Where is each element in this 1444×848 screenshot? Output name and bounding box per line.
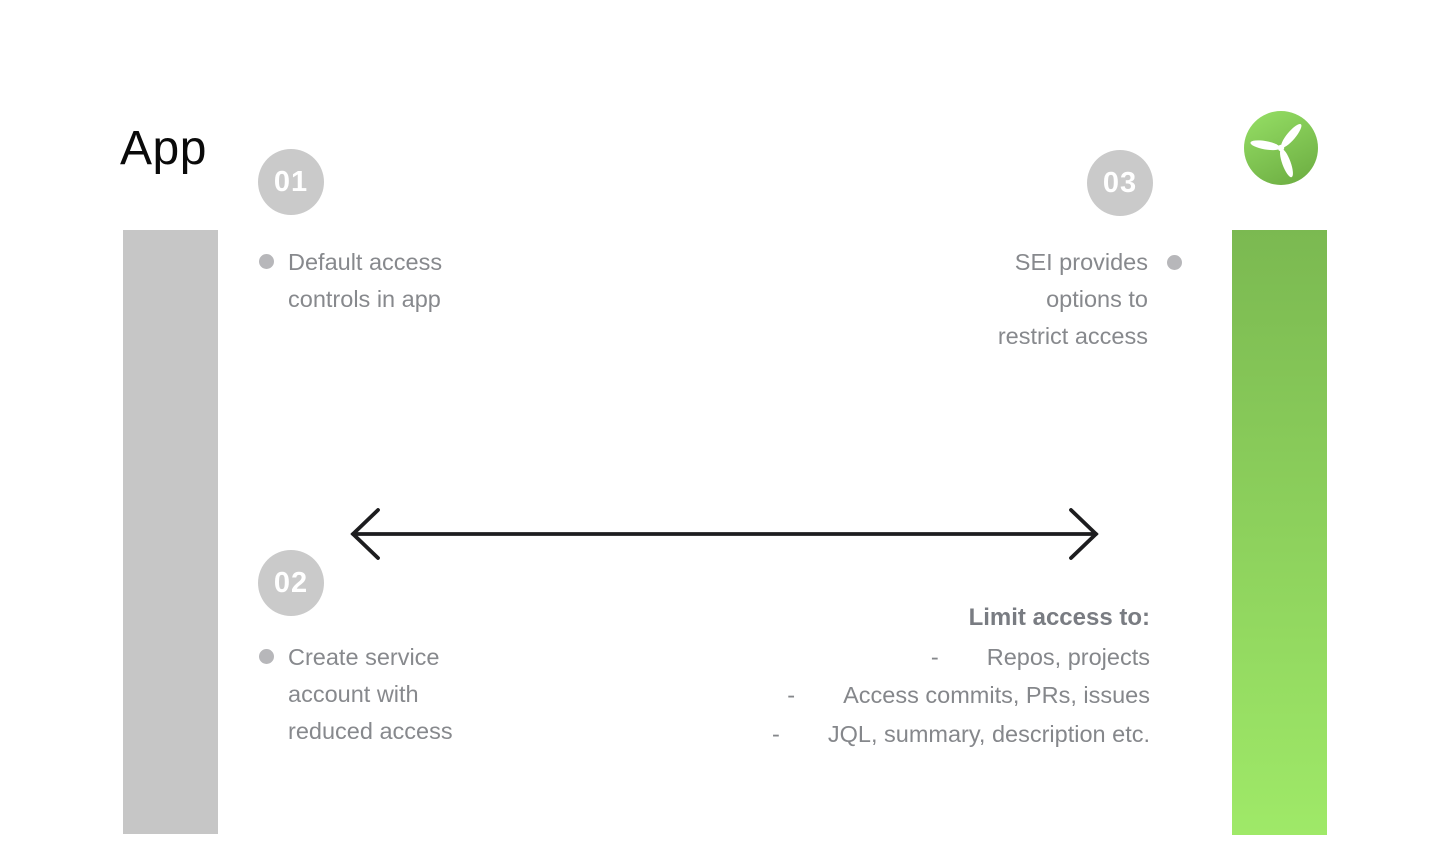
sei-column-bar (1232, 230, 1327, 835)
step-3-line-2: options to (1046, 286, 1148, 312)
step-1-line-2: controls in app (288, 286, 441, 312)
step-badge-03: 03 (1087, 150, 1153, 216)
bullet-dot-icon (1167, 255, 1182, 270)
step-badge-02: 02 (258, 550, 324, 616)
step-badge-01: 01 (258, 149, 324, 215)
step-1-line-1: Default access (288, 249, 443, 275)
limit-item-2: Access commits, PRs, issues (843, 682, 1150, 708)
step-3-line-1: SEI provides (1014, 249, 1148, 275)
dash-bullet: - (787, 682, 796, 708)
double-arrow-icon (348, 505, 1101, 563)
limit-item-1: Repos, projects (986, 643, 1150, 670)
step-2-line-2: account with (288, 681, 419, 707)
propeller-logo-icon (1244, 111, 1318, 185)
dash-bullet: - (930, 643, 939, 670)
list-item: - JQL, summary, description etc. (772, 715, 1150, 754)
bullet-dot-icon (259, 254, 274, 269)
limit-item-3: JQL, summary, description etc. (827, 720, 1150, 747)
step-2-text: Create service account with reduced acce… (288, 639, 453, 750)
page-title: App (120, 122, 207, 175)
app-column-bar (123, 230, 218, 834)
limit-access-block: Limit access to: - Repos, projects - Acc… (772, 599, 1150, 753)
step-2-line-3: reduced access (288, 718, 453, 744)
list-item: - Repos, projects (772, 638, 1150, 677)
bullet-dot-icon (259, 649, 274, 664)
step-2-line-1: Create service (288, 644, 440, 670)
dash-bullet: - (772, 720, 780, 747)
step-3-line-3: restrict access (997, 323, 1148, 349)
list-item: - Access commits, PRs, issues (772, 676, 1150, 715)
step-1-text: Default access controls in app (288, 244, 442, 318)
step-3-text: SEI provides options to restrict access (998, 244, 1148, 355)
limit-access-title: Limit access to: (968, 604, 1150, 631)
